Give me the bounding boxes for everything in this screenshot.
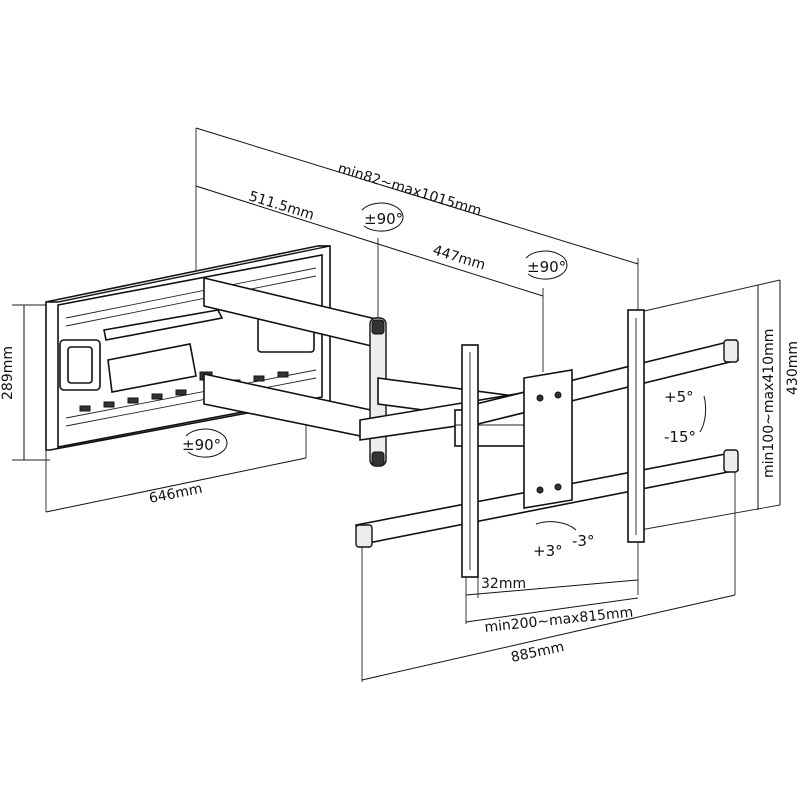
wall-swivel-label: ±90° <box>182 436 221 454</box>
tilt-up-label: +5° <box>664 388 694 406</box>
arm-swivel-1-label: ±90° <box>364 210 403 228</box>
arm-swivel-2-label: ±90° <box>527 258 566 276</box>
arm-segment-1-label: 511.5mm <box>247 189 316 224</box>
tilt-down-label: -15° <box>664 428 696 446</box>
level-minus-label: -3° <box>572 532 594 550</box>
rail-width-label: 32mm <box>481 576 526 592</box>
vesa-vertical-label: min100~max410mm <box>761 329 777 478</box>
bracket-height-label: 430mm <box>785 341 800 395</box>
arm-extension-label: min82~max1015mm <box>336 161 484 220</box>
bracket-width-label: 885mm <box>510 639 566 666</box>
rotation-labels: ±90° ±90° ±90° +5° -15° +3° -3° <box>182 210 696 560</box>
level-plus-label: +3° <box>533 542 563 560</box>
arm-segment-2-label: 447mm <box>431 243 487 274</box>
rotation-arrows <box>185 202 707 531</box>
wall-plate-height-label: 289mm <box>0 346 16 400</box>
wall-plate-width-label: 646mm <box>148 481 204 507</box>
tv-bracket <box>355 309 739 578</box>
